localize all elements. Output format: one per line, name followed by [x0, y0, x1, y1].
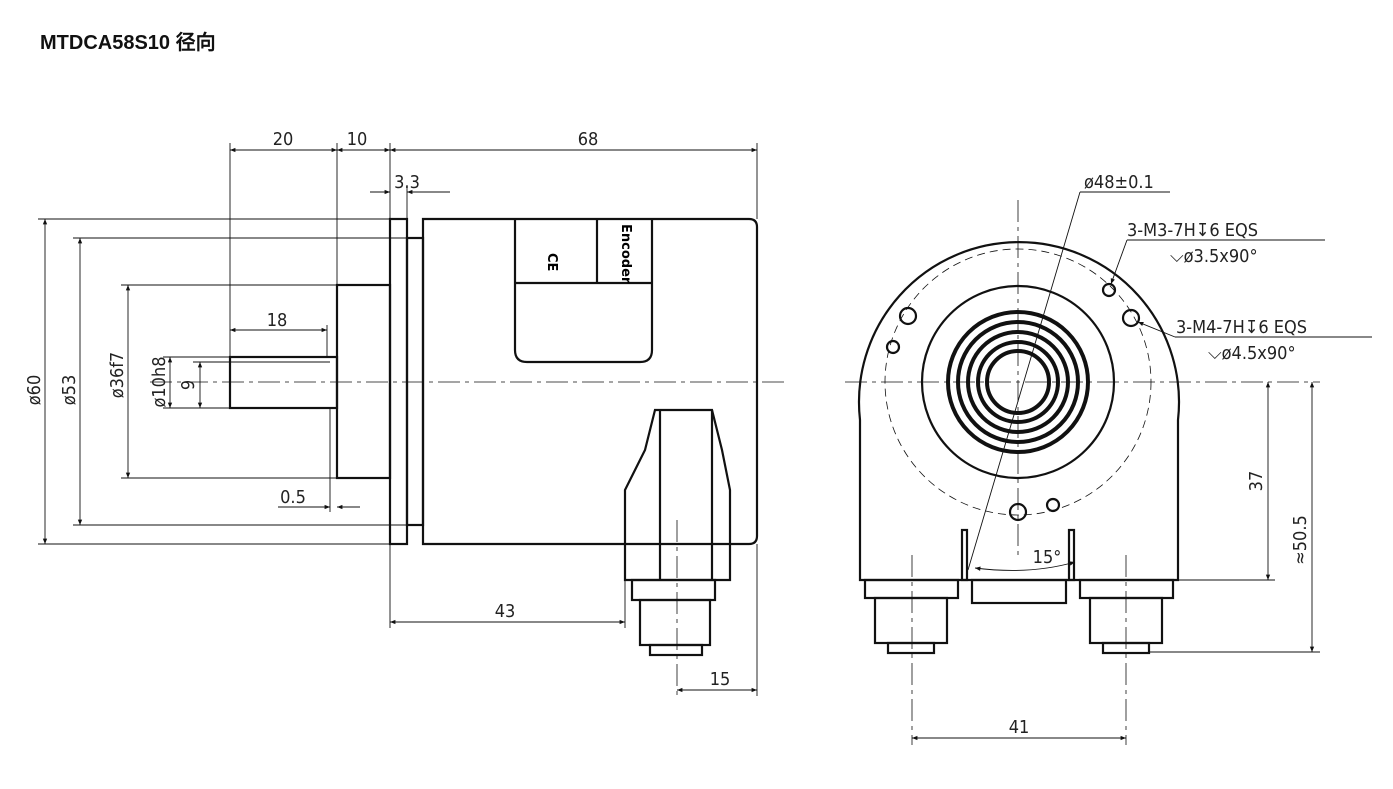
dim-width-41: 41 [1009, 717, 1030, 738]
front-connectors [863, 528, 1175, 745]
flange-step [405, 236, 425, 527]
product-label: CE Encoder [513, 219, 654, 364]
front-view: ø48±0.1 3-M3-7H↧6 EQS ⌵ø3.5x90° 3-M4-7H↧… [845, 172, 1372, 745]
dim-pcd: ø48±0.1 [1084, 172, 1154, 193]
pcd-circle [884, 248, 1152, 516]
encoder-body [421, 217, 759, 546]
side-view: CE Encoder 20 10 68 [24, 129, 785, 696]
front-dimensions: ø48±0.1 3-M3-7H↧6 EQS ⌵ø3.5x90° 3-M4-7H↧… [912, 172, 1372, 741]
dim-shaft-flat: 18 [267, 310, 288, 331]
m3-countersink: ⌵ø3.5x90° [1170, 246, 1258, 267]
dim-flange: 3.3 [394, 172, 420, 193]
shaft [228, 355, 339, 410]
dim-hub-length: 10 [347, 129, 368, 150]
dim-dia-10: ø10h8 [149, 356, 170, 407]
mounting-holes [885, 282, 1141, 522]
m4-countersink: ⌵ø4.5x90° [1208, 343, 1296, 364]
dim-dia-60: ø60 [24, 375, 45, 406]
side-dimensions: 20 10 68 3.3 18 0.5 43 15 ø [24, 129, 758, 696]
m3-hole-callout: 3-M3-7H↧6 EQS [1127, 220, 1258, 241]
ce-mark: CE [544, 253, 559, 271]
drawing-title: MTDCA58S10 径向 [40, 32, 216, 54]
flange [388, 217, 409, 546]
cable-connector [623, 408, 732, 695]
inner-face [920, 284, 1116, 480]
dim-dia-53: ø53 [59, 375, 80, 406]
hub [335, 283, 392, 480]
housing-outline [857, 241, 1181, 582]
dim-connector-position: 43 [495, 601, 516, 622]
dim-angle: 15° [1033, 547, 1062, 568]
dim-shaft-length: 20 [273, 129, 294, 150]
dim-body-length: 68 [578, 129, 599, 150]
dim-gap: 0.5 [280, 487, 306, 508]
dim-flat-9: 9 [178, 380, 199, 390]
m4-hole-callout: 3-M4-7H↧6 EQS [1176, 317, 1307, 338]
dim-dia-36: ø36f7 [107, 352, 128, 399]
brand-mark: Encoder [618, 224, 633, 284]
dim-connector-offset: 15 [710, 669, 731, 690]
dim-height-50: ≈50.5 [1290, 515, 1311, 565]
dim-height-37: 37 [1246, 471, 1267, 492]
